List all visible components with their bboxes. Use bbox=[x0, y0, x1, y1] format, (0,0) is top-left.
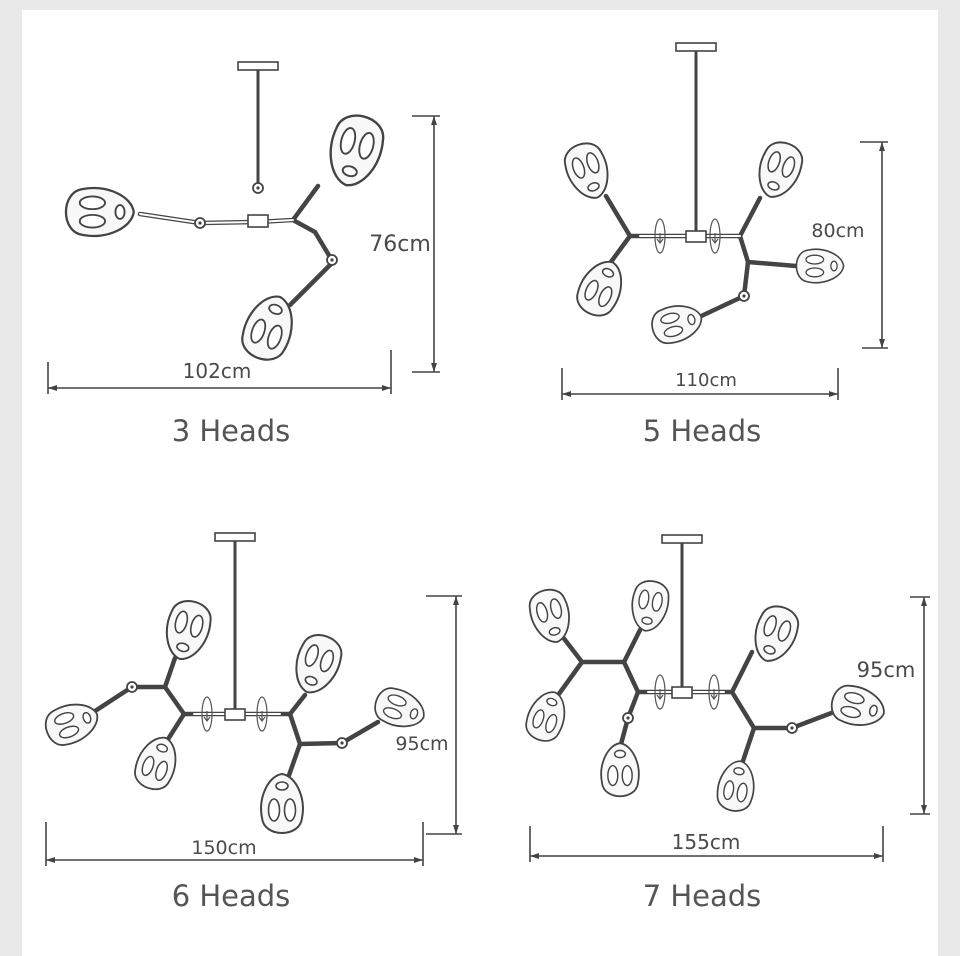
glass-shade-icon bbox=[826, 680, 890, 733]
ceiling-plate-icon bbox=[675, 42, 717, 52]
glass-shade-icon bbox=[746, 600, 805, 669]
height-label: 95cm bbox=[857, 658, 916, 682]
width-label: 110cm bbox=[675, 370, 737, 391]
glass-shade-icon bbox=[158, 595, 217, 666]
joint-knuckle-icon bbox=[738, 290, 750, 302]
heads-caption: 6 Heads bbox=[172, 879, 291, 913]
joint-knuckle-icon bbox=[622, 712, 634, 724]
glass-shade-icon bbox=[260, 773, 304, 834]
center-hub bbox=[247, 214, 269, 228]
width-label: 155cm bbox=[672, 830, 741, 854]
glass-shade-icon bbox=[600, 742, 640, 798]
height-label: 95cm bbox=[395, 733, 448, 755]
center-hub bbox=[224, 708, 246, 721]
ceiling-plate-icon bbox=[661, 534, 703, 544]
panel-5-heads: 110cm 80cm 5 Heads bbox=[558, 42, 888, 448]
joint-knuckle-icon bbox=[194, 217, 206, 229]
height-label: 76cm bbox=[369, 232, 431, 257]
joint-knuckle-icon bbox=[786, 722, 798, 734]
ceiling-plate-icon bbox=[214, 532, 256, 542]
joint-knuckle-icon bbox=[326, 254, 338, 266]
glass-shade-icon bbox=[570, 253, 632, 323]
joint-knuckle-icon bbox=[126, 681, 138, 693]
glass-shade-icon bbox=[626, 577, 673, 635]
panel-6-heads: 150cm 95cm 6 Heads bbox=[39, 532, 462, 913]
glass-shade-icon bbox=[39, 695, 105, 751]
glass-shade-icon bbox=[713, 757, 760, 815]
heads-caption: 5 Heads bbox=[643, 414, 762, 448]
heads-caption: 7 Heads bbox=[643, 879, 762, 913]
glass-shade-icon bbox=[129, 730, 185, 796]
width-label: 102cm bbox=[183, 359, 252, 383]
width-label: 150cm bbox=[191, 837, 256, 859]
glass-shade-icon bbox=[647, 298, 707, 348]
height-label: 80cm bbox=[811, 220, 864, 242]
ceiling-plate-icon bbox=[237, 61, 279, 71]
glass-shade-icon bbox=[320, 109, 390, 193]
panel-3-heads: 102cm 76cm 3 Heads bbox=[47, 61, 440, 448]
center-hub bbox=[671, 686, 693, 699]
joint-knuckle-icon bbox=[336, 737, 348, 749]
glass-shade-icon bbox=[369, 682, 431, 735]
panel-7-heads: 155cm 95cm 7 Heads bbox=[520, 534, 930, 913]
glass-shade-icon bbox=[520, 685, 573, 747]
glass-shade-icon bbox=[795, 248, 845, 284]
glass-shade-icon bbox=[64, 186, 135, 238]
center-hub bbox=[685, 230, 707, 243]
heads-caption: 3 Heads bbox=[172, 414, 291, 448]
glass-shade-icon bbox=[750, 136, 809, 205]
joint-knuckle-icon bbox=[252, 182, 264, 194]
glass-shade-icon bbox=[286, 628, 348, 701]
glass-shade-icon bbox=[524, 584, 577, 648]
